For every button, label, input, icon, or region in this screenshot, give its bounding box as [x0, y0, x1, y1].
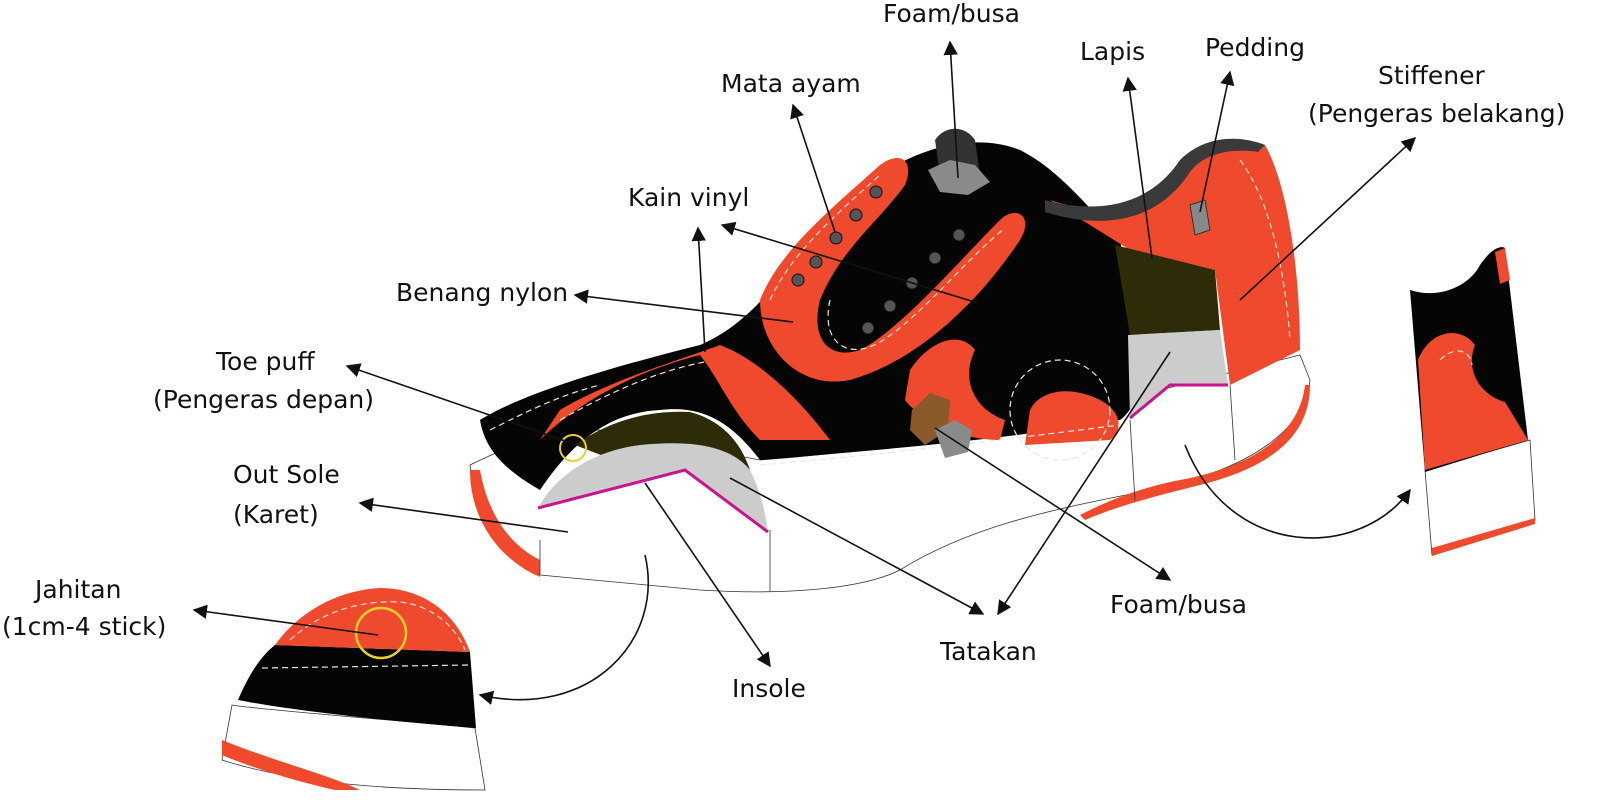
pedding-piece: [1189, 199, 1211, 236]
heel-detail-sole-accent: [1432, 518, 1535, 556]
label-stiffener: Stiffener: [1378, 61, 1485, 90]
label-out-sole-sub: (Karet): [233, 500, 319, 529]
heel-collar: [1045, 138, 1265, 221]
stitch-highlight-toe: [559, 434, 587, 462]
outsole-heel-accent: [1080, 385, 1310, 520]
label-kain-vinyl: Kain vinyl: [628, 183, 749, 212]
label-benang-nylon: Benang nylon: [396, 278, 568, 307]
label-toe-puff-sub: (Pengeras depan): [153, 385, 374, 414]
insole-line-heel: [1129, 383, 1228, 420]
label-stiffener-sub: (Pengeras belakang): [1308, 99, 1565, 128]
insole-line-toe: [537, 468, 769, 534]
toe-detail-orange: [275, 588, 470, 652]
eyelets: [791, 185, 966, 335]
label-insole: Insole: [732, 674, 806, 703]
foam-side-grey: [935, 420, 972, 458]
toe-panel: [540, 345, 830, 440]
heel-detail-orange: [1418, 333, 1528, 470]
label-jahitan: Jahitan: [33, 575, 121, 604]
label-lapis: Lapis: [1080, 37, 1145, 66]
foam-top-grey: [928, 160, 990, 195]
leader-arrows: [192, 40, 1417, 705]
toe-cutaway-grey: [540, 443, 768, 532]
detail-heel: [1410, 247, 1536, 556]
shoe-main: [469, 128, 1311, 593]
outsole-toe-accent: [470, 470, 540, 577]
heel-detail-collar: [1495, 248, 1510, 284]
detail-toe: [221, 588, 486, 791]
label-foam-top: Foam/busa: [883, 0, 1020, 28]
eyestay-panel: [760, 157, 1026, 382]
heel-cutaway-olive: [1115, 245, 1220, 335]
side-panel-2: [1025, 391, 1119, 445]
stitch-highlight-detail: [354, 606, 408, 660]
label-foam-bottom: Foam/busa: [1110, 590, 1247, 619]
toe-detail-sole-accent: [222, 740, 360, 790]
label-out-sole: Out Sole: [233, 460, 340, 489]
label-jahitan-sub: (1cm-4 stick): [2, 612, 166, 641]
heel-cutaway-grey: [1128, 330, 1228, 418]
label-toe-puff: Toe puff: [215, 347, 315, 376]
heel-counter: [1050, 140, 1300, 385]
label-tatakan: Tatakan: [939, 637, 1037, 666]
label-pedding: Pedding: [1205, 33, 1305, 62]
labels: Foam/busa Mata ayam Lapis Pedding Stiffe…: [2, 0, 1565, 703]
label-mata-ayam: Mata ayam: [721, 69, 861, 98]
